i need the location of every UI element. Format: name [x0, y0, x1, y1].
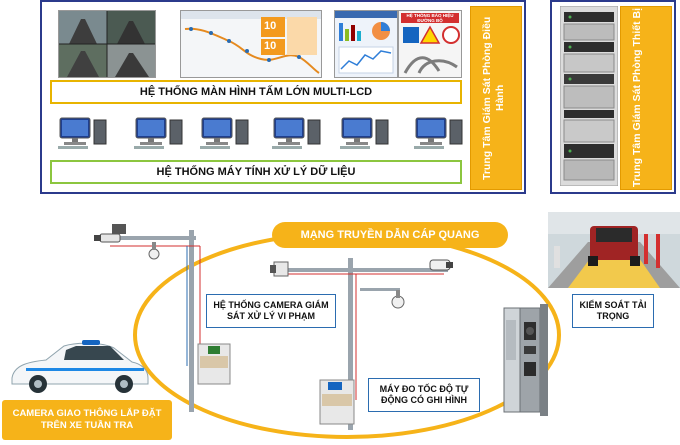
- computer-icon: [272, 117, 321, 149]
- weigh-station-photo: [548, 212, 680, 288]
- video-wall-traffic-feeds: [58, 10, 156, 78]
- server-rack: [559, 5, 619, 187]
- patrol-camera-label: CAMERA GIAO THÔNG LẮP ĐẶT TRÊN XE TUẦN T…: [2, 400, 172, 440]
- computer-icon: [134, 117, 183, 149]
- route-map-image: [181, 11, 321, 74]
- weigh-control-label: KIỂM SOÁT TẢI TRỌNG: [572, 294, 654, 328]
- computer-icon: [200, 117, 249, 149]
- control-room-title-text: Trung Tâm Giám Sát Phòng Điều Hành: [481, 16, 506, 180]
- data-pc-label: HỆ THỐNG MÁY TÍNH XỬ LÝ DỮ LIỆU: [50, 160, 462, 184]
- fiber-network-label: MẠNG TRUYỀN DẪN CÁP QUANG: [272, 222, 508, 248]
- warning-sign-title: HỆ THỐNG BÁO HIỆU ĐƯỜNG BỘ: [401, 13, 459, 23]
- camera-icon-middle-right: [429, 259, 453, 271]
- camera-icon-left: [94, 233, 121, 243]
- camera-pole-left: [94, 224, 231, 412]
- equipment-room-title: Trung Tâm Giám Sát Phòng Thiết Bị: [620, 6, 672, 190]
- traffic-feeds-image: [59, 11, 155, 77]
- equipment-room-title-text: Trung Tâm Giám Sát Phòng Thiết Bị: [631, 8, 643, 188]
- dashboard-charts-image: [335, 11, 397, 74]
- computer-icon: [58, 117, 107, 149]
- road-signs-image: [403, 25, 460, 74]
- server-rack-icon: [559, 5, 619, 187]
- screen-digit-1: 10: [264, 20, 277, 32]
- video-wall-dashboard: [334, 10, 398, 78]
- weigh-station-image: [548, 212, 680, 288]
- camera-system-label: HỆ THỐNG CAMERA GIÁM SÁT XỬ LÝ VI PHẠM: [206, 294, 336, 328]
- computer-icon: [340, 117, 389, 149]
- video-wall-road-signs: HỆ THỐNG BÁO HIỆU ĐƯỜNG BỘ: [398, 10, 462, 78]
- video-wall-route-map: 10 10: [180, 10, 322, 78]
- patrol-car: [11, 340, 149, 393]
- speed-camera-cabinet: [503, 304, 548, 416]
- control-room-title: Trung Tâm Giám Sát Phòng Điều Hành: [470, 6, 522, 190]
- camera-pole-middle: [270, 258, 453, 430]
- computer-icon: [414, 117, 463, 149]
- speed-meter-label: MÁY ĐO TỐC ĐỘ TỰ ĐỘNG CÓ GHI HÌNH: [368, 378, 480, 412]
- screen-digit-2: 10: [264, 40, 277, 52]
- multi-lcd-label: HỆ THỐNG MÀN HÌNH TẤM LỚN MULTI-LCD: [50, 80, 462, 104]
- camera-icon-middle-left: [270, 261, 289, 277]
